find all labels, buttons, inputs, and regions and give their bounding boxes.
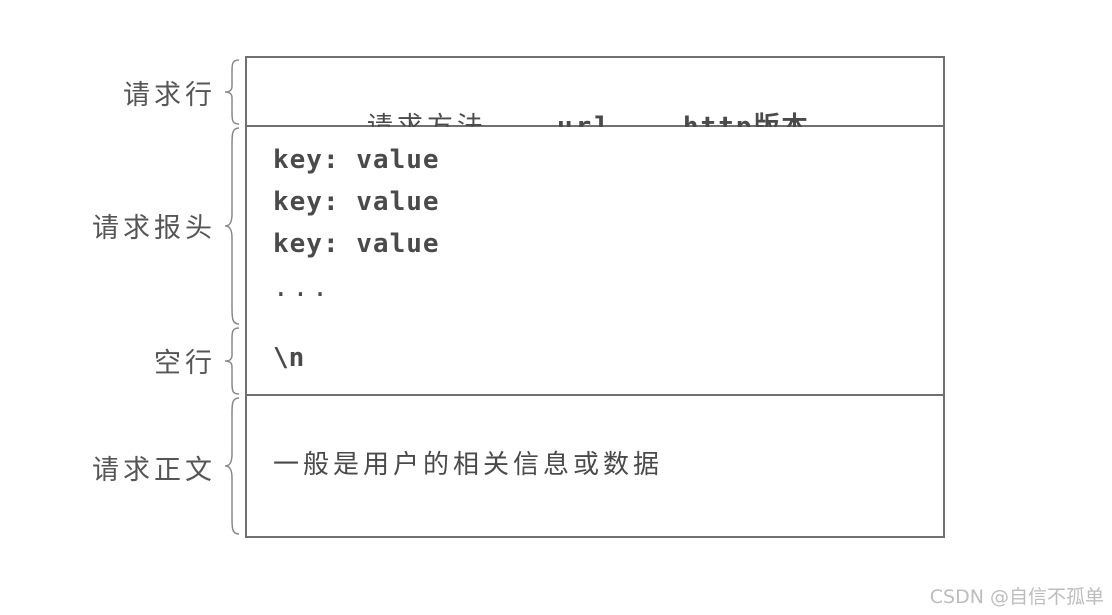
brace-request-line [222, 58, 242, 126]
brace-request-body [222, 396, 242, 536]
label-request-body: 请求正文 [92, 455, 216, 486]
watermark: CSDN @自信不孤单 [929, 586, 1104, 608]
blank-line-content: \n [273, 343, 305, 373]
label-request-headers: 请求报头 [92, 213, 216, 244]
header-ellipsis: ... [273, 273, 332, 303]
request-body-box: 一般是用户的相关信息或数据 [245, 396, 945, 538]
brace-blank-line [222, 326, 242, 396]
request-headers-box: key: value key: value key: value ... [245, 127, 945, 327]
header-line: key: value [273, 187, 440, 217]
blank-line-box: \n [245, 325, 945, 396]
header-line: key: value [273, 229, 440, 259]
label-blank-line: 空行 [154, 348, 216, 379]
label-request-line: 请求行 [123, 80, 216, 111]
request-body-content: 一般是用户的相关信息或数据 [273, 450, 664, 480]
request-line-box: 请求方法urlhttp版本 [245, 56, 945, 142]
header-line: key: value [273, 145, 440, 175]
brace-request-headers [222, 126, 242, 326]
